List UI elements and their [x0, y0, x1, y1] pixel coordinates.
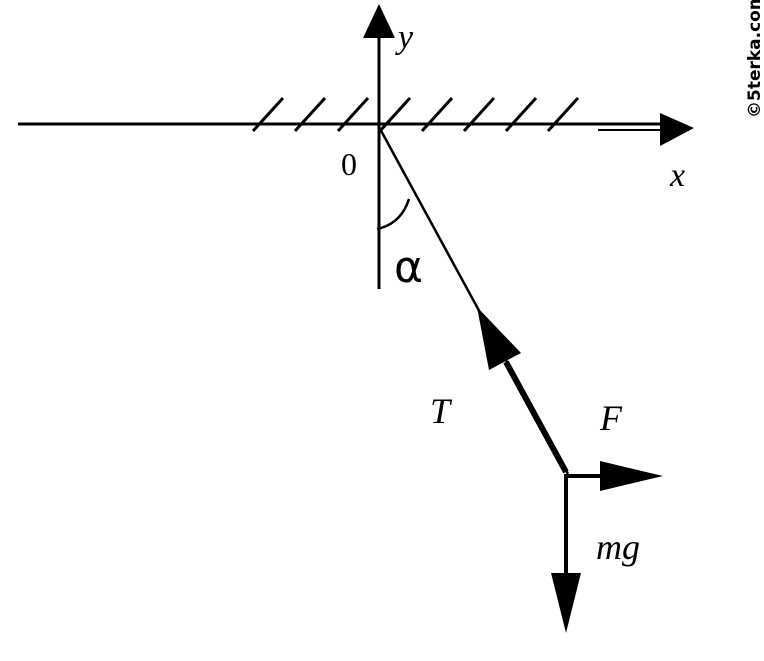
force-F-arrowhead	[600, 461, 663, 491]
x-axis-arrowhead	[660, 113, 694, 146]
gravity-arrowhead	[551, 573, 581, 633]
tension-vector	[503, 360, 569, 474]
angle-arc	[376, 198, 411, 231]
x-axis-label: x	[669, 157, 685, 194]
ceiling-hatching	[251, 96, 580, 133]
tension-arrowhead	[477, 307, 521, 370]
y-axis-arrowhead	[363, 4, 395, 38]
origin-label: 0	[341, 146, 357, 182]
angle-label: α	[394, 242, 423, 293]
gravity-label: mg	[596, 527, 640, 567]
force-F-label: F	[599, 398, 623, 438]
watermark-text: ©5terka.com	[745, 0, 764, 118]
tension-label: T	[430, 391, 453, 431]
y-axis-label: y	[395, 19, 414, 56]
